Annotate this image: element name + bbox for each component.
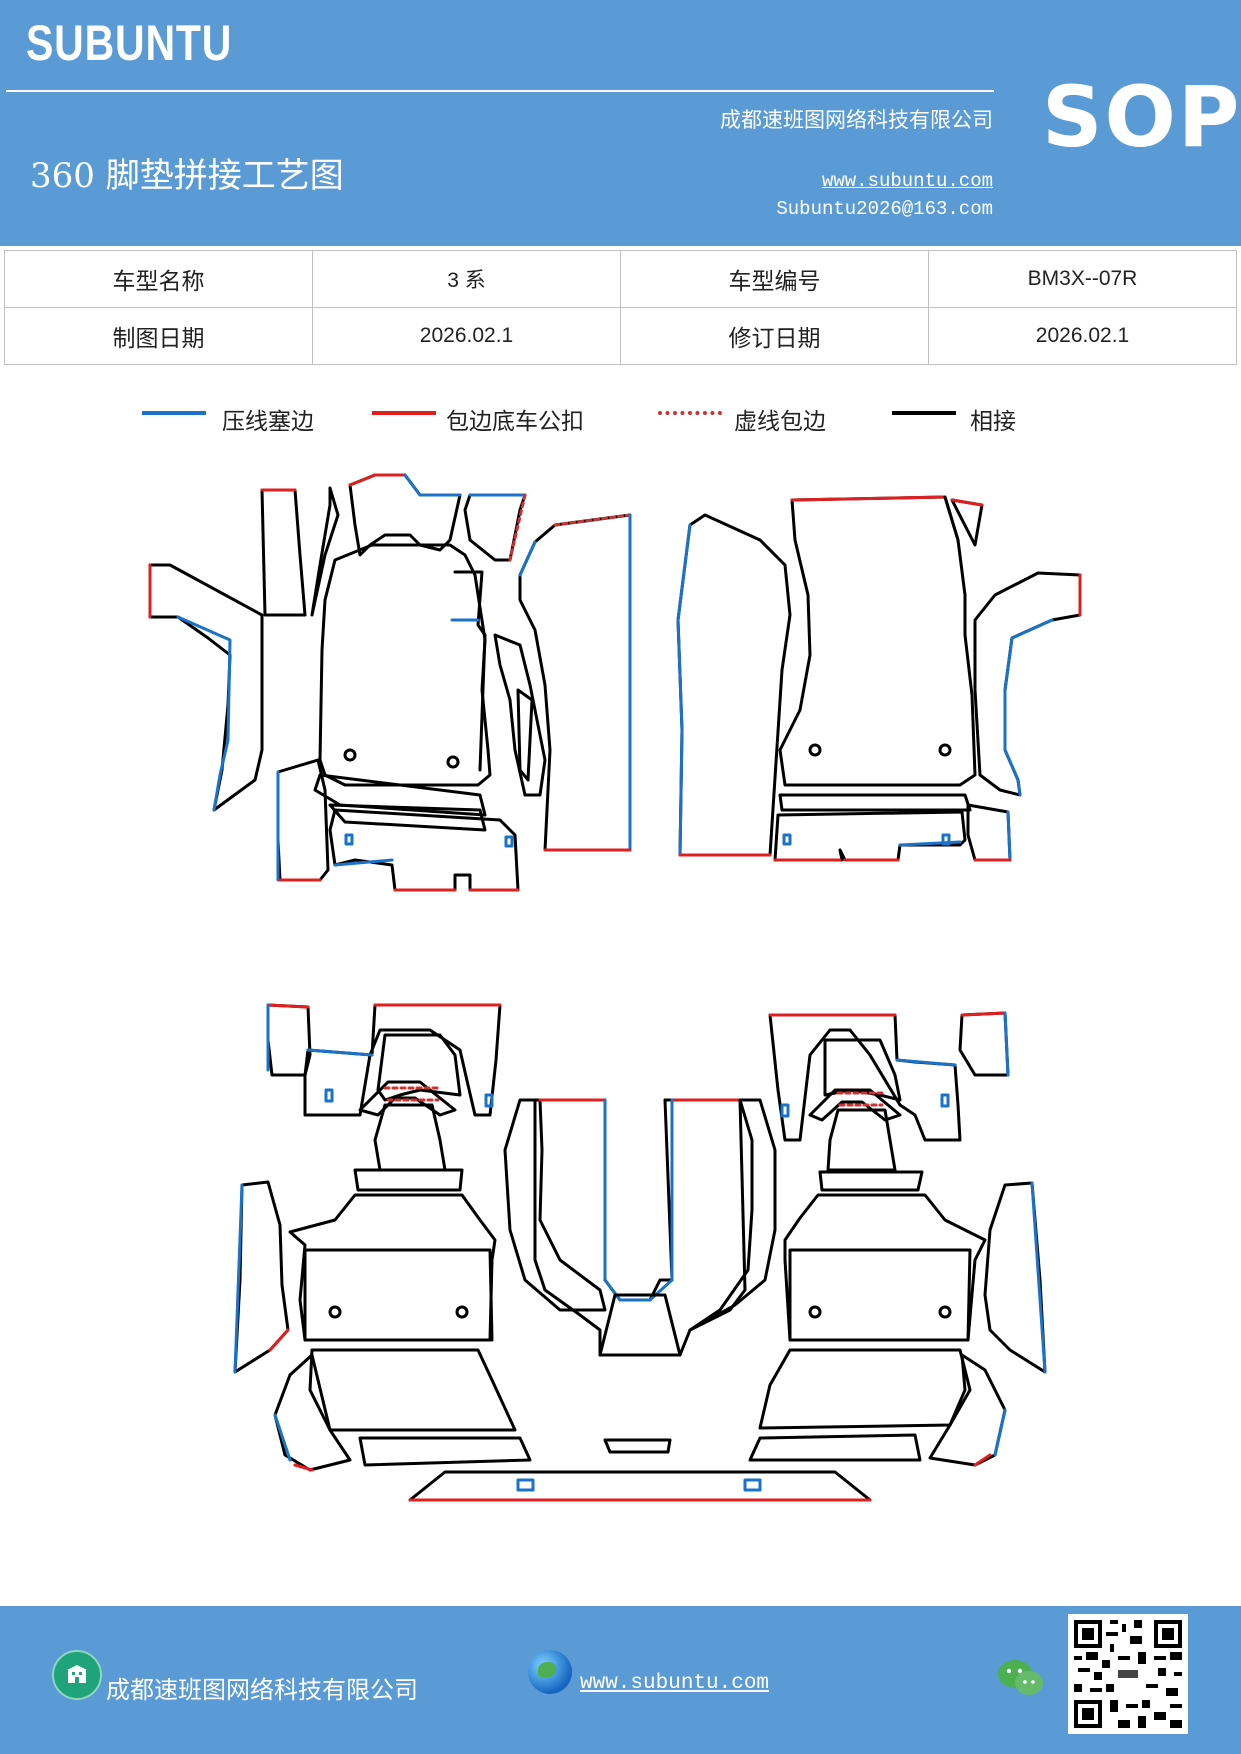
legend-swatch-black — [892, 411, 956, 415]
header-banner: SUBUNTU 成都速班图网络科技有限公司 360 脚垫拼接工艺图 www.su… — [0, 0, 1241, 246]
revise-date-value: 2026.02.1 — [928, 307, 1237, 365]
mat-front-left — [148, 473, 632, 892]
footer-banner: 成都速班图网络科技有限公司 www.subuntu.com — [0, 1606, 1241, 1754]
sop-badge: SOP — [1042, 68, 1241, 166]
legend-label: 相接 — [970, 409, 1016, 435]
floor-mat-diagram — [148, 473, 1082, 1502]
building-icon — [52, 1650, 102, 1700]
model-code-label: 车型编号 — [620, 250, 929, 308]
qr-code[interactable] — [1068, 1614, 1188, 1734]
mat-front-right — [676, 495, 1082, 862]
legend-swatch-dotted — [658, 411, 722, 415]
brand-logo-text: SUBUNTU — [26, 15, 233, 71]
draw-date-value: 2026.02.1 — [312, 307, 621, 365]
table-row: 车型名称 3 系 车型编号 BM3X--07R — [4, 250, 1237, 308]
info-table: 车型名称 3 系 车型编号 BM3X--07R 制图日期 2026.02.1 修… — [4, 250, 1237, 365]
model-name-label: 车型名称 — [4, 250, 313, 308]
legend-label: 虚线包边 — [734, 409, 826, 435]
header-divider — [6, 90, 994, 92]
legend-label: 包边底车公扣 — [446, 409, 584, 435]
globe-icon — [528, 1650, 572, 1694]
footer-website-link[interactable]: www.subuntu.com — [580, 1672, 770, 1695]
header-website-link[interactable]: www.subuntu.com — [821, 170, 993, 192]
footer-company: 成都速班图网络科技有限公司 — [106, 1676, 418, 1704]
legend-swatch-blue — [142, 411, 206, 415]
legend-swatch-red — [372, 411, 436, 415]
mat-rear — [233, 1003, 1047, 1502]
model-code-value: BM3X--07R — [928, 250, 1237, 308]
revise-date-label: 修订日期 — [620, 307, 929, 365]
header-company: 成都速班图网络科技有限公司 — [720, 108, 993, 132]
model-name-value: 3 系 — [312, 250, 621, 308]
line-legend: 压线塞边 包边底车公扣 虚线包边 相接 — [0, 400, 1241, 440]
header-email[interactable]: Subuntu2026@163.com — [776, 198, 993, 220]
table-row: 制图日期 2026.02.1 修订日期 2026.02.1 — [4, 307, 1237, 365]
draw-date-label: 制图日期 — [4, 307, 313, 365]
wechat-icon[interactable] — [996, 1656, 1046, 1700]
legend-label: 压线塞边 — [222, 409, 314, 435]
page-title: 360 脚垫拼接工艺图 — [30, 156, 344, 196]
